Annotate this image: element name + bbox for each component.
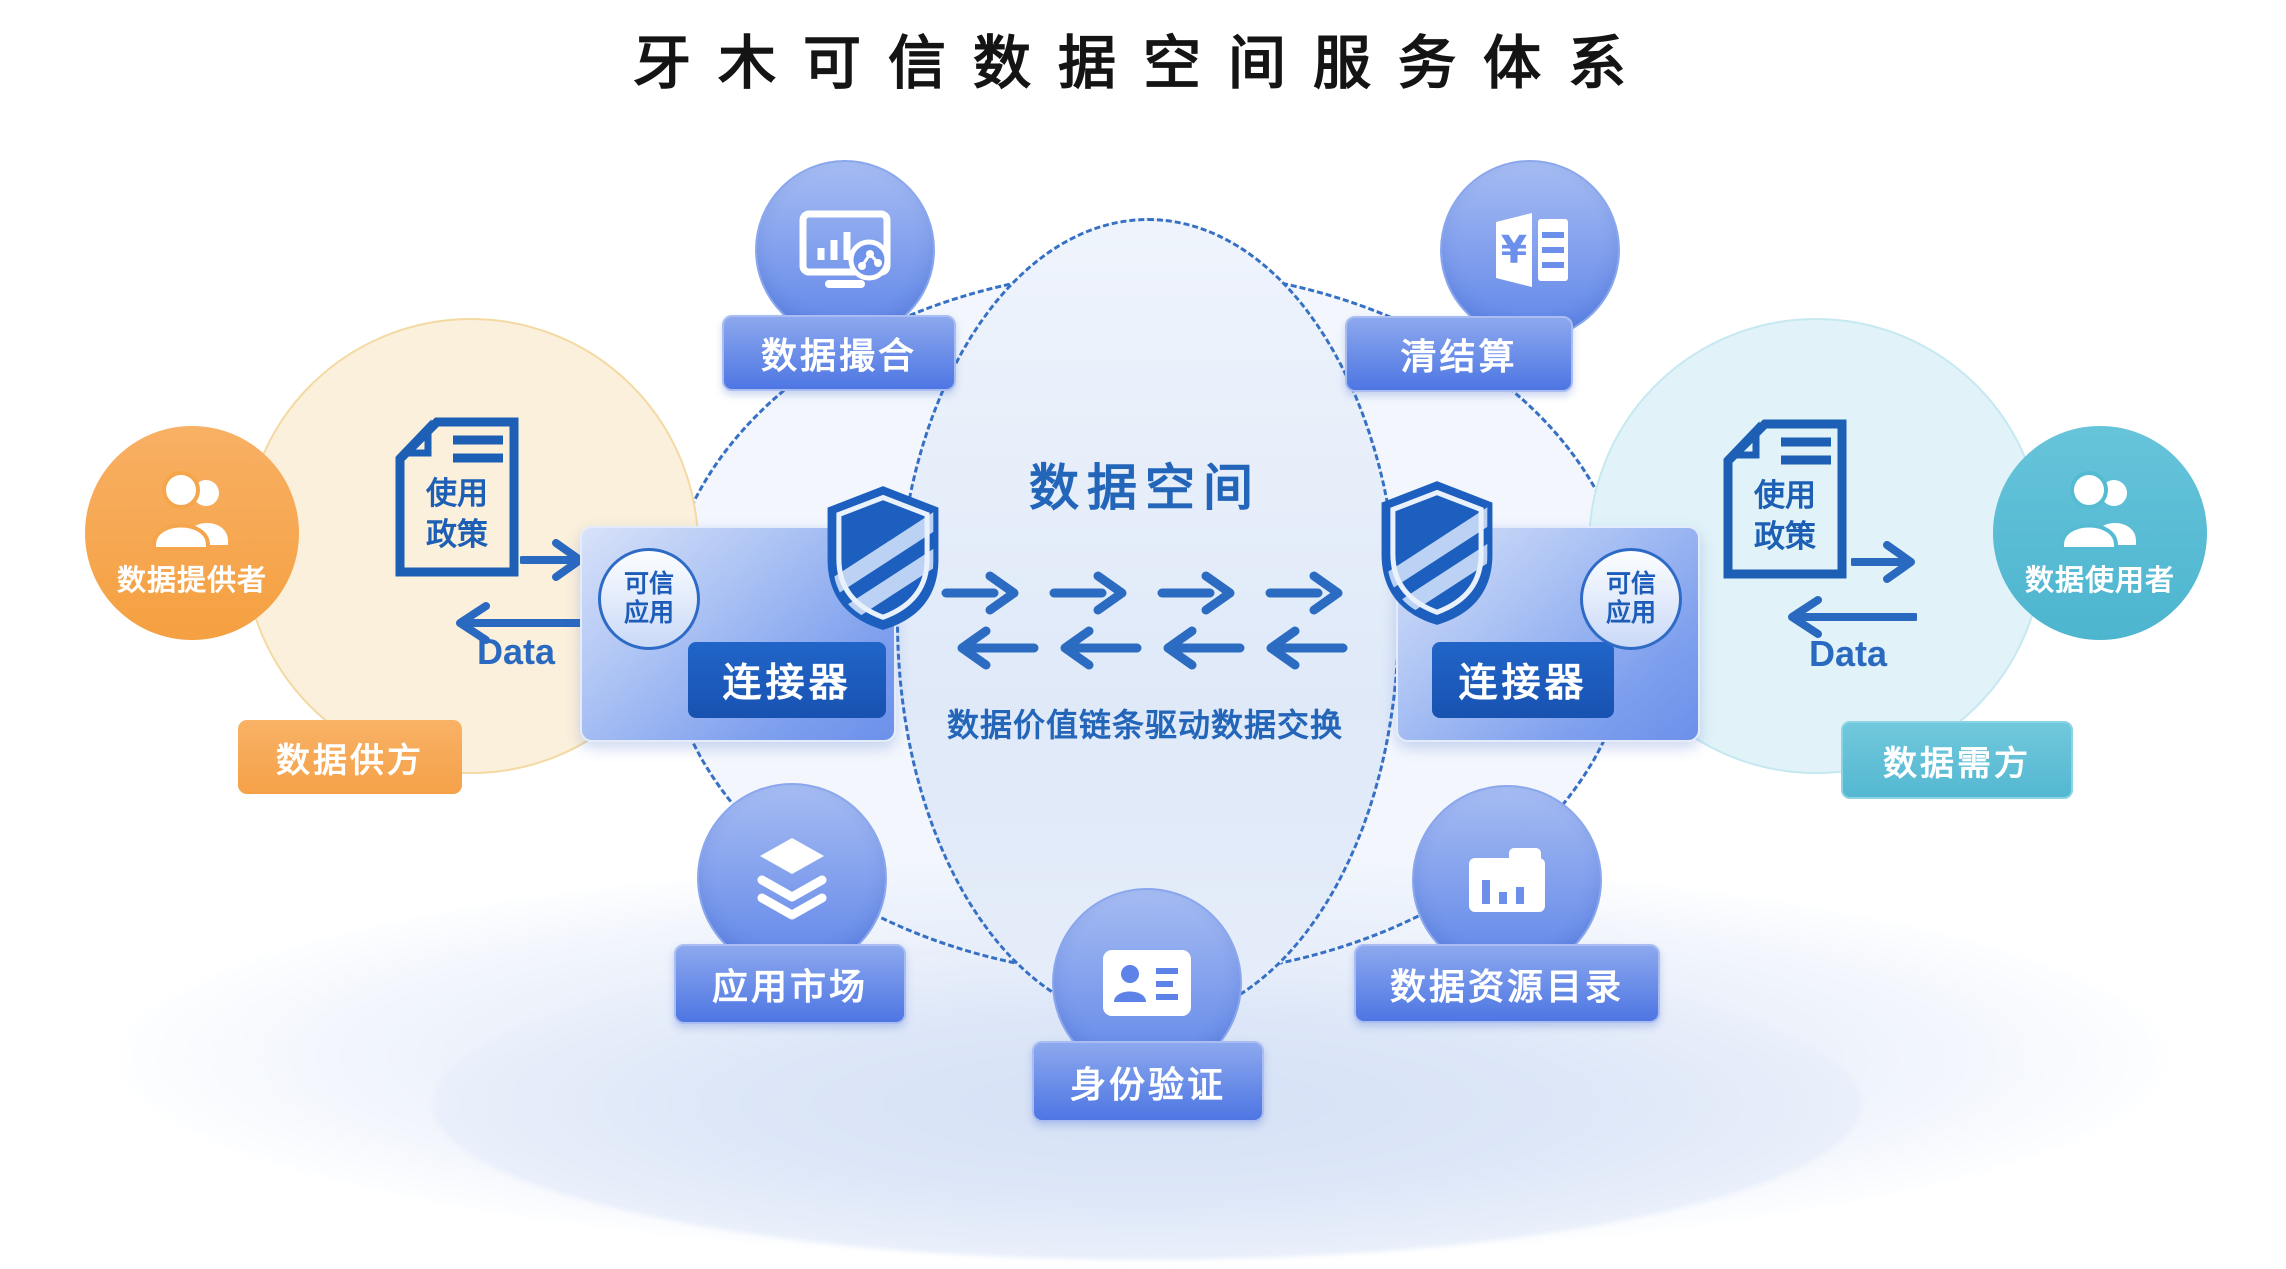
consumer-actor-circle: 数据使用者	[1993, 426, 2207, 640]
service-bar-identity: 身份验证	[1032, 1041, 1264, 1122]
data-flow-label: Data	[477, 631, 556, 672]
shield-icon	[827, 486, 939, 630]
service-bar-market: 应用市场	[674, 944, 906, 1024]
page-title: 牙木可信数据空间服务体系	[632, 31, 1653, 96]
usage-policy-doc: 使用 政策	[1719, 415, 1851, 583]
provider-actor-circle: 数据提供者	[85, 426, 299, 640]
connector-label: 连接器	[688, 642, 886, 718]
usage-policy-text: 使用 政策	[426, 476, 488, 552]
service-bar-matching: 数据撮合	[722, 315, 956, 391]
people-icon	[152, 471, 228, 551]
usage-policy-text: 使用 政策	[1754, 478, 1816, 554]
policy-arrow-right-icon	[1851, 541, 1915, 583]
data-flow-label: Data	[1809, 633, 1888, 674]
service-circle-clearing: ¥	[1440, 160, 1620, 340]
data-space-title: 数据空间	[1029, 460, 1261, 516]
data-arrow-left-icon	[456, 602, 585, 644]
shield-icon	[1381, 481, 1493, 625]
document-icon	[395, 417, 519, 577]
service-bar-catalog: 数据资源目录	[1354, 944, 1660, 1023]
connector-right: 可信 应用 连接器	[1396, 526, 1700, 742]
service-circle-market	[697, 783, 887, 973]
service-bar-clearing: 清结算	[1345, 316, 1573, 392]
invoice-yen-icon: ¥	[1496, 213, 1568, 287]
consumer-actor-label: 数据使用者	[2024, 565, 2175, 597]
connector-left: 可信 应用 连接器	[580, 526, 896, 742]
service-circle-matching	[755, 160, 935, 340]
exchange-arrows-icon	[941, 571, 1348, 670]
exchange-caption: 数据价值链条驱动数据交换	[946, 707, 1343, 743]
service-circle-catalog	[1412, 785, 1602, 975]
folder-chart-icon	[1469, 848, 1545, 912]
connector-label: 连接器	[1432, 642, 1614, 718]
data-arrow-left-icon	[1788, 596, 1917, 638]
people-icon	[2060, 471, 2136, 551]
provider-role-badge: 数据供方	[238, 720, 462, 794]
document-icon	[1723, 419, 1847, 579]
monitor-chart-icon	[799, 210, 891, 288]
consumer-role-badge: 数据需方	[1841, 721, 2073, 799]
usage-policy-doc: 使用 政策	[391, 413, 523, 581]
trusted-app-badge: 可信 应用	[598, 548, 700, 650]
provider-actor-label: 数据提供者	[116, 565, 267, 597]
id-card-icon	[1103, 950, 1191, 1016]
trusted-app-badge: 可信 应用	[1580, 548, 1682, 650]
svg-text:¥: ¥	[1501, 228, 1527, 272]
layers-icon	[757, 838, 827, 920]
